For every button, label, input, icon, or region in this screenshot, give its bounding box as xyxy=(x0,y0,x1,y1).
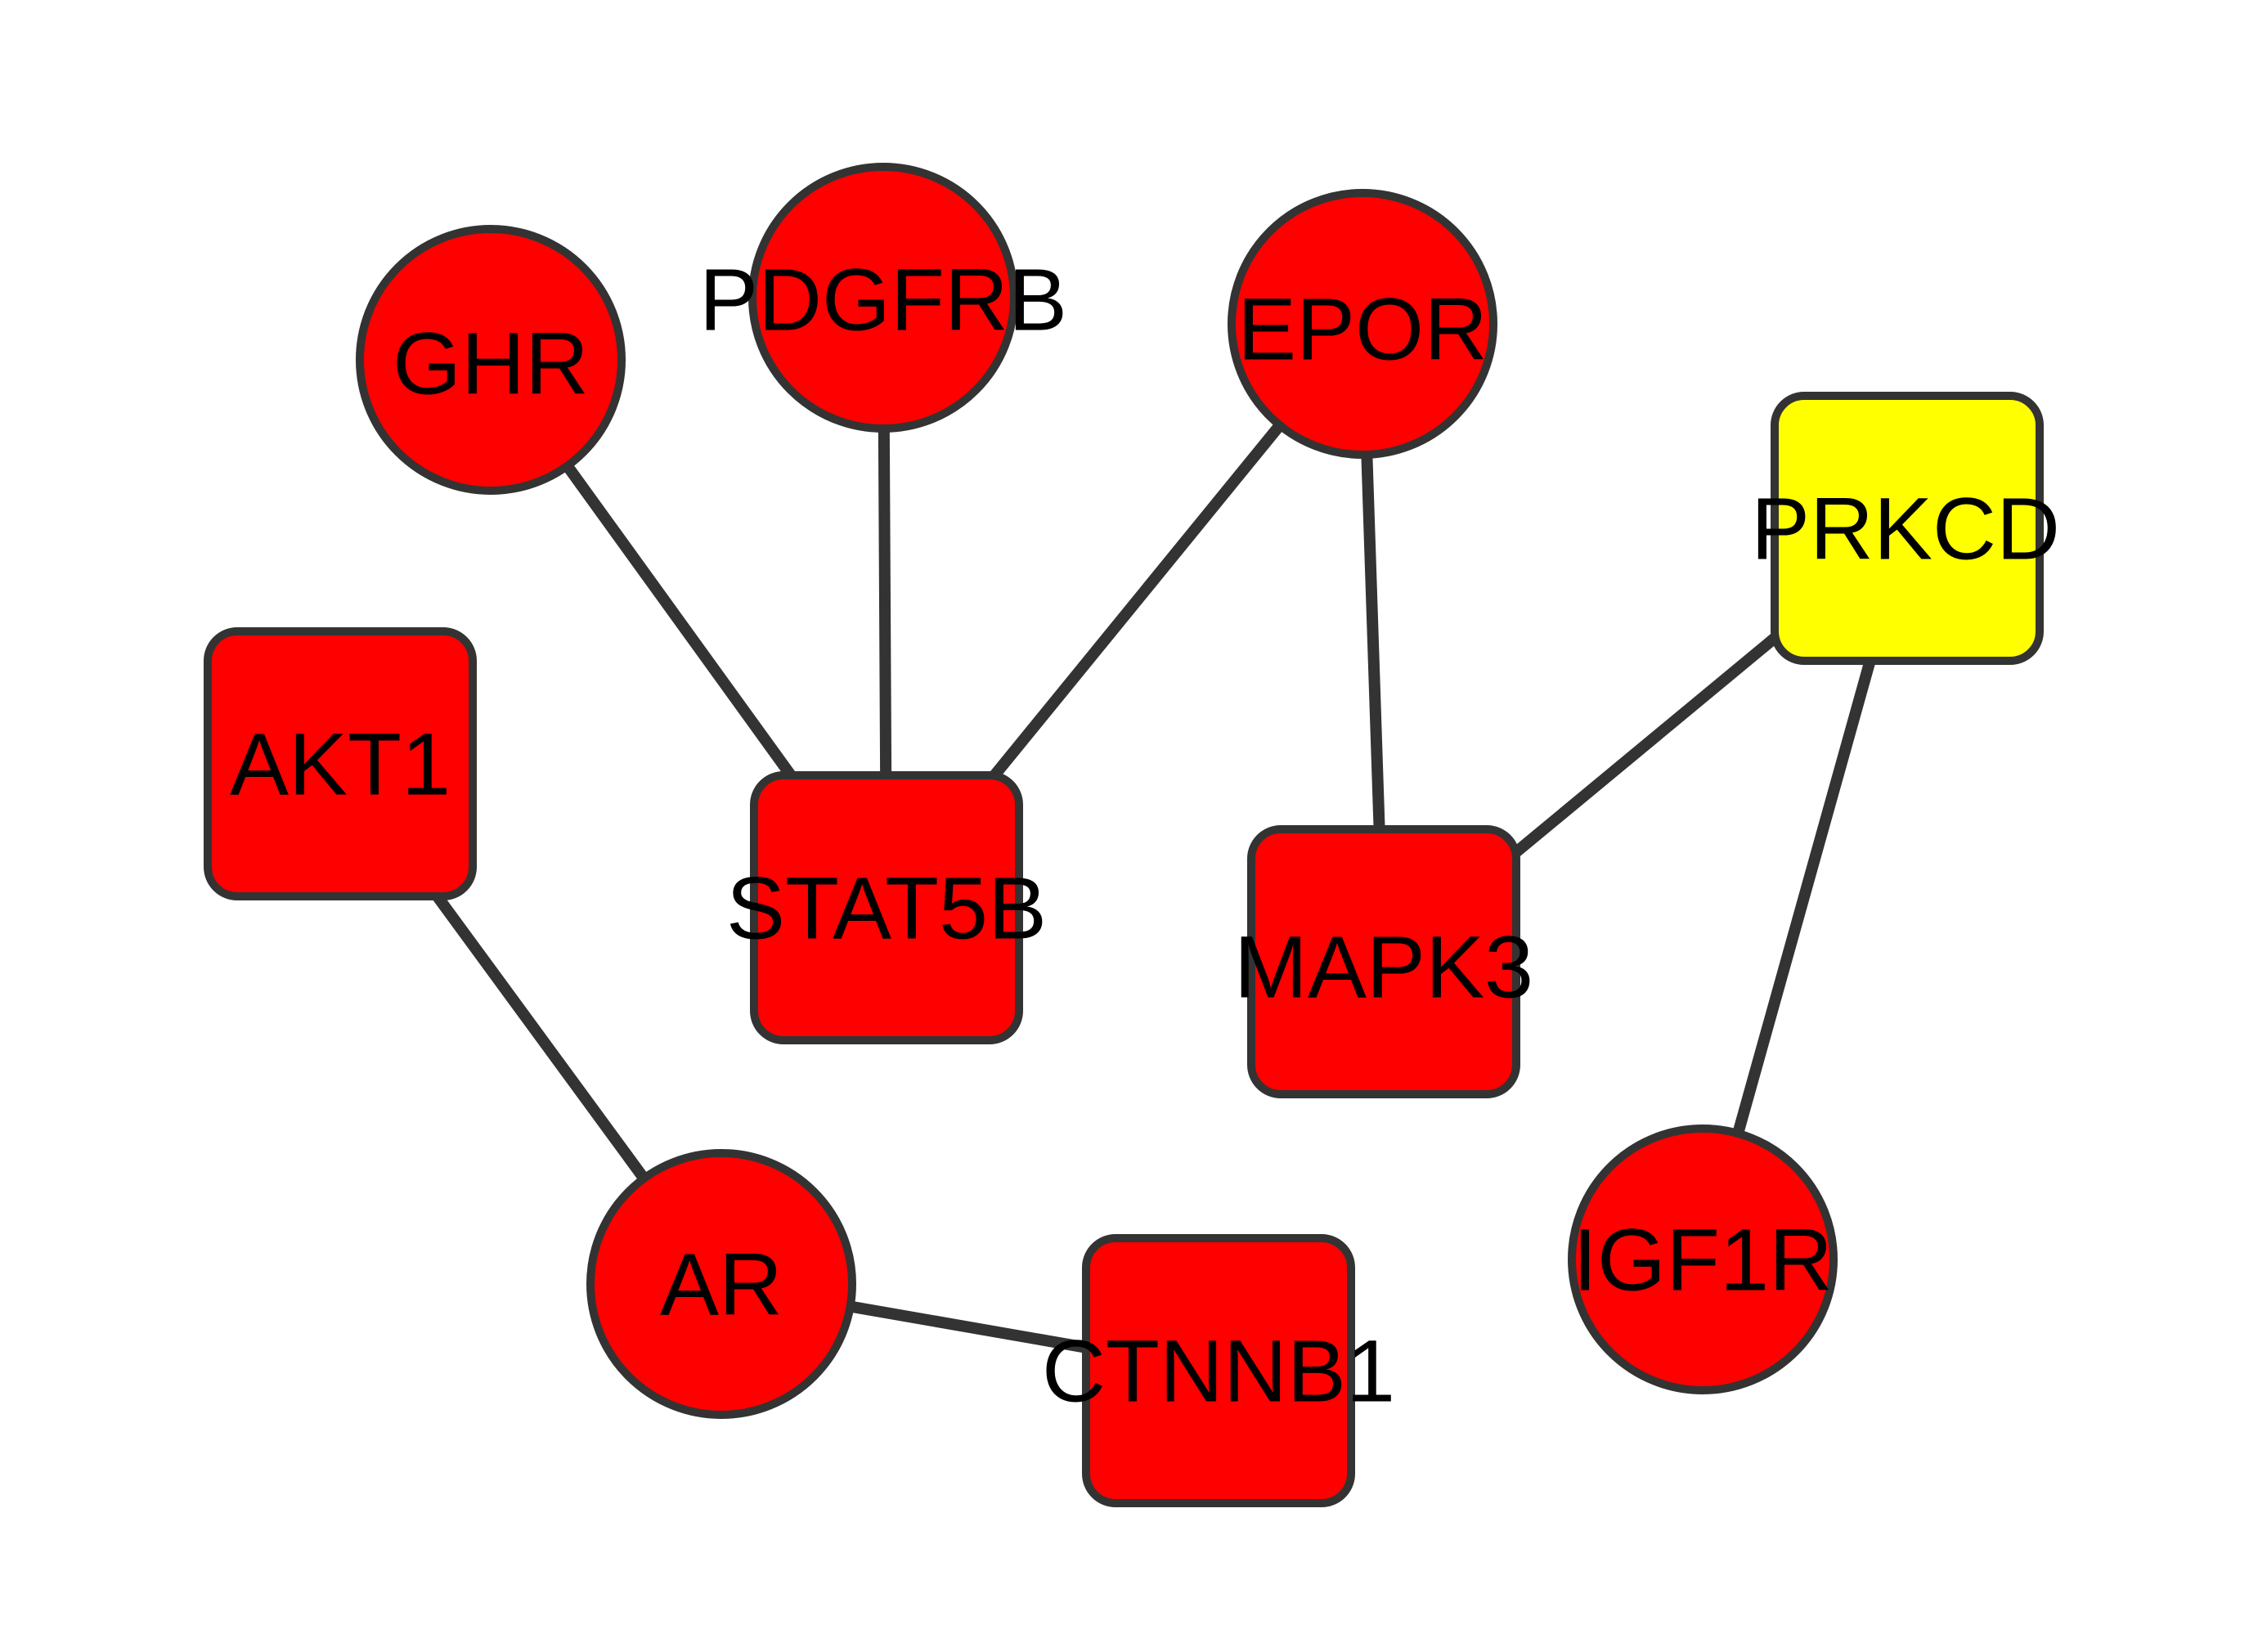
node-pdgfrb: PDGFRB xyxy=(699,163,1067,433)
node-circle xyxy=(748,163,1018,433)
node-ar: AR xyxy=(586,1149,856,1419)
node-ghr: GHR xyxy=(356,225,626,495)
node-stat5b: STAT5B xyxy=(726,771,1047,1044)
node-rounded-square xyxy=(1247,825,1520,1098)
node-epor: EPOR xyxy=(1228,189,1497,459)
node-mapk3: MAPK3 xyxy=(1234,825,1533,1098)
node-rounded-square xyxy=(1771,392,2044,665)
node-akt1: AKT1 xyxy=(204,627,477,900)
node-label: AKT1 xyxy=(230,715,451,814)
node-circle xyxy=(1568,1125,1838,1394)
node-label: GHR xyxy=(393,314,589,413)
node-label: PRKCD xyxy=(1751,479,2060,578)
node-circle xyxy=(586,1149,856,1419)
node-label: STAT5B xyxy=(726,859,1047,958)
node-label: AR xyxy=(660,1235,783,1334)
node-igf1r: IGF1R xyxy=(1568,1125,1838,1394)
node-label: EPOR xyxy=(1237,280,1488,379)
node-circle xyxy=(356,225,626,495)
node-rounded-square xyxy=(204,627,477,900)
node-label: CTNNB1 xyxy=(1042,1322,1395,1421)
node-ctnnb1: CTNNB1 xyxy=(1042,1234,1395,1507)
node-rounded-square xyxy=(1082,1234,1355,1507)
node-label: PDGFRB xyxy=(699,250,1067,349)
node-prkcd: PRKCD xyxy=(1751,392,2060,665)
node-label: IGF1R xyxy=(1573,1210,1833,1309)
node-rounded-square xyxy=(750,771,1023,1044)
node-label: MAPK3 xyxy=(1234,918,1533,1017)
node-circle xyxy=(1228,189,1497,459)
